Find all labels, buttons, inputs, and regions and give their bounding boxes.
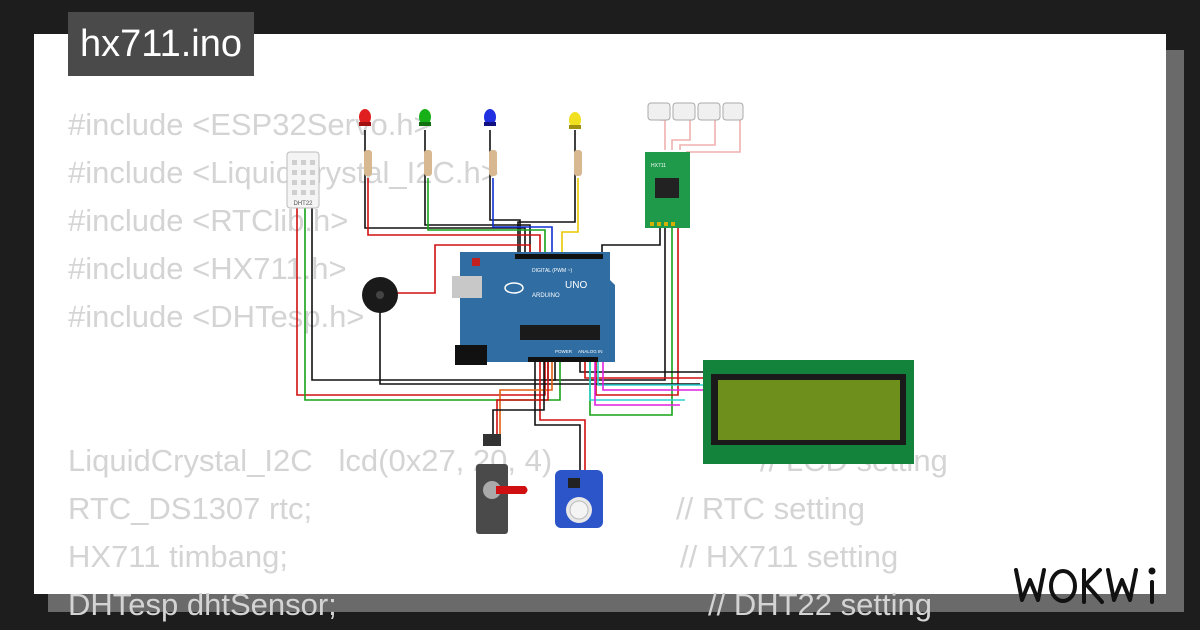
code-comment: // HX711 setting (680, 539, 899, 574)
load-cells[interactable] (647, 102, 744, 121)
preview-card[interactable]: #include <ESP32Servo.h> #include <Liquid… (34, 34, 1166, 622)
arduino-brand-label: ARDUINO (532, 293, 560, 299)
code-line: #include <LiquidCrystal_I2C.h> (68, 155, 499, 190)
buzzer[interactable] (362, 277, 398, 313)
power-label: POWER (555, 349, 573, 354)
digital-label: DIGITAL (PWM ~) (532, 268, 572, 274)
project-title: hx711.ino (68, 12, 254, 76)
dht22-sensor[interactable]: DHT22 (286, 151, 320, 209)
dht22-label: DHT22 (293, 201, 313, 207)
hx711-module[interactable]: HX711 (645, 152, 690, 228)
led-yellow[interactable] (569, 112, 581, 129)
resistors (364, 150, 582, 176)
arduino-uno[interactable]: DIGITAL (PWM ~) UNO ARDUINO POWER ANALOG… (452, 252, 615, 365)
code-line: RTC_DS1307 rtc; (68, 491, 313, 526)
wires (296, 119, 741, 470)
uno-label: UNO (565, 280, 587, 291)
rtc-module[interactable] (555, 470, 603, 528)
led-green[interactable] (419, 109, 431, 126)
analog-label: ANALOG IN (578, 349, 603, 354)
circuit-diagram: DHT22 DIGITAL (PWM ~) UNO ARDUINO POWER … (286, 102, 914, 534)
code-line: #include <HX711.h> (68, 251, 347, 286)
led-red[interactable] (359, 109, 371, 126)
code-line: HX711 timbang; (68, 539, 288, 574)
code-comment: // RTC setting (676, 491, 865, 526)
wokwi-logo (1014, 567, 1156, 604)
servo-motor[interactable] (476, 434, 528, 534)
code-line: #include <RTClib.h> (68, 203, 349, 238)
code-line: #include <DHTesp.h> (68, 299, 365, 334)
code-comment: // DHT22 setting (708, 587, 932, 622)
lcd-display[interactable] (703, 360, 914, 464)
led-blue[interactable] (484, 109, 496, 126)
code-line: #include <ESP32Servo.h> (68, 107, 432, 142)
code-line: DHTesp dhtSensor; (68, 587, 337, 622)
hx711-label: HX711 (651, 163, 666, 169)
